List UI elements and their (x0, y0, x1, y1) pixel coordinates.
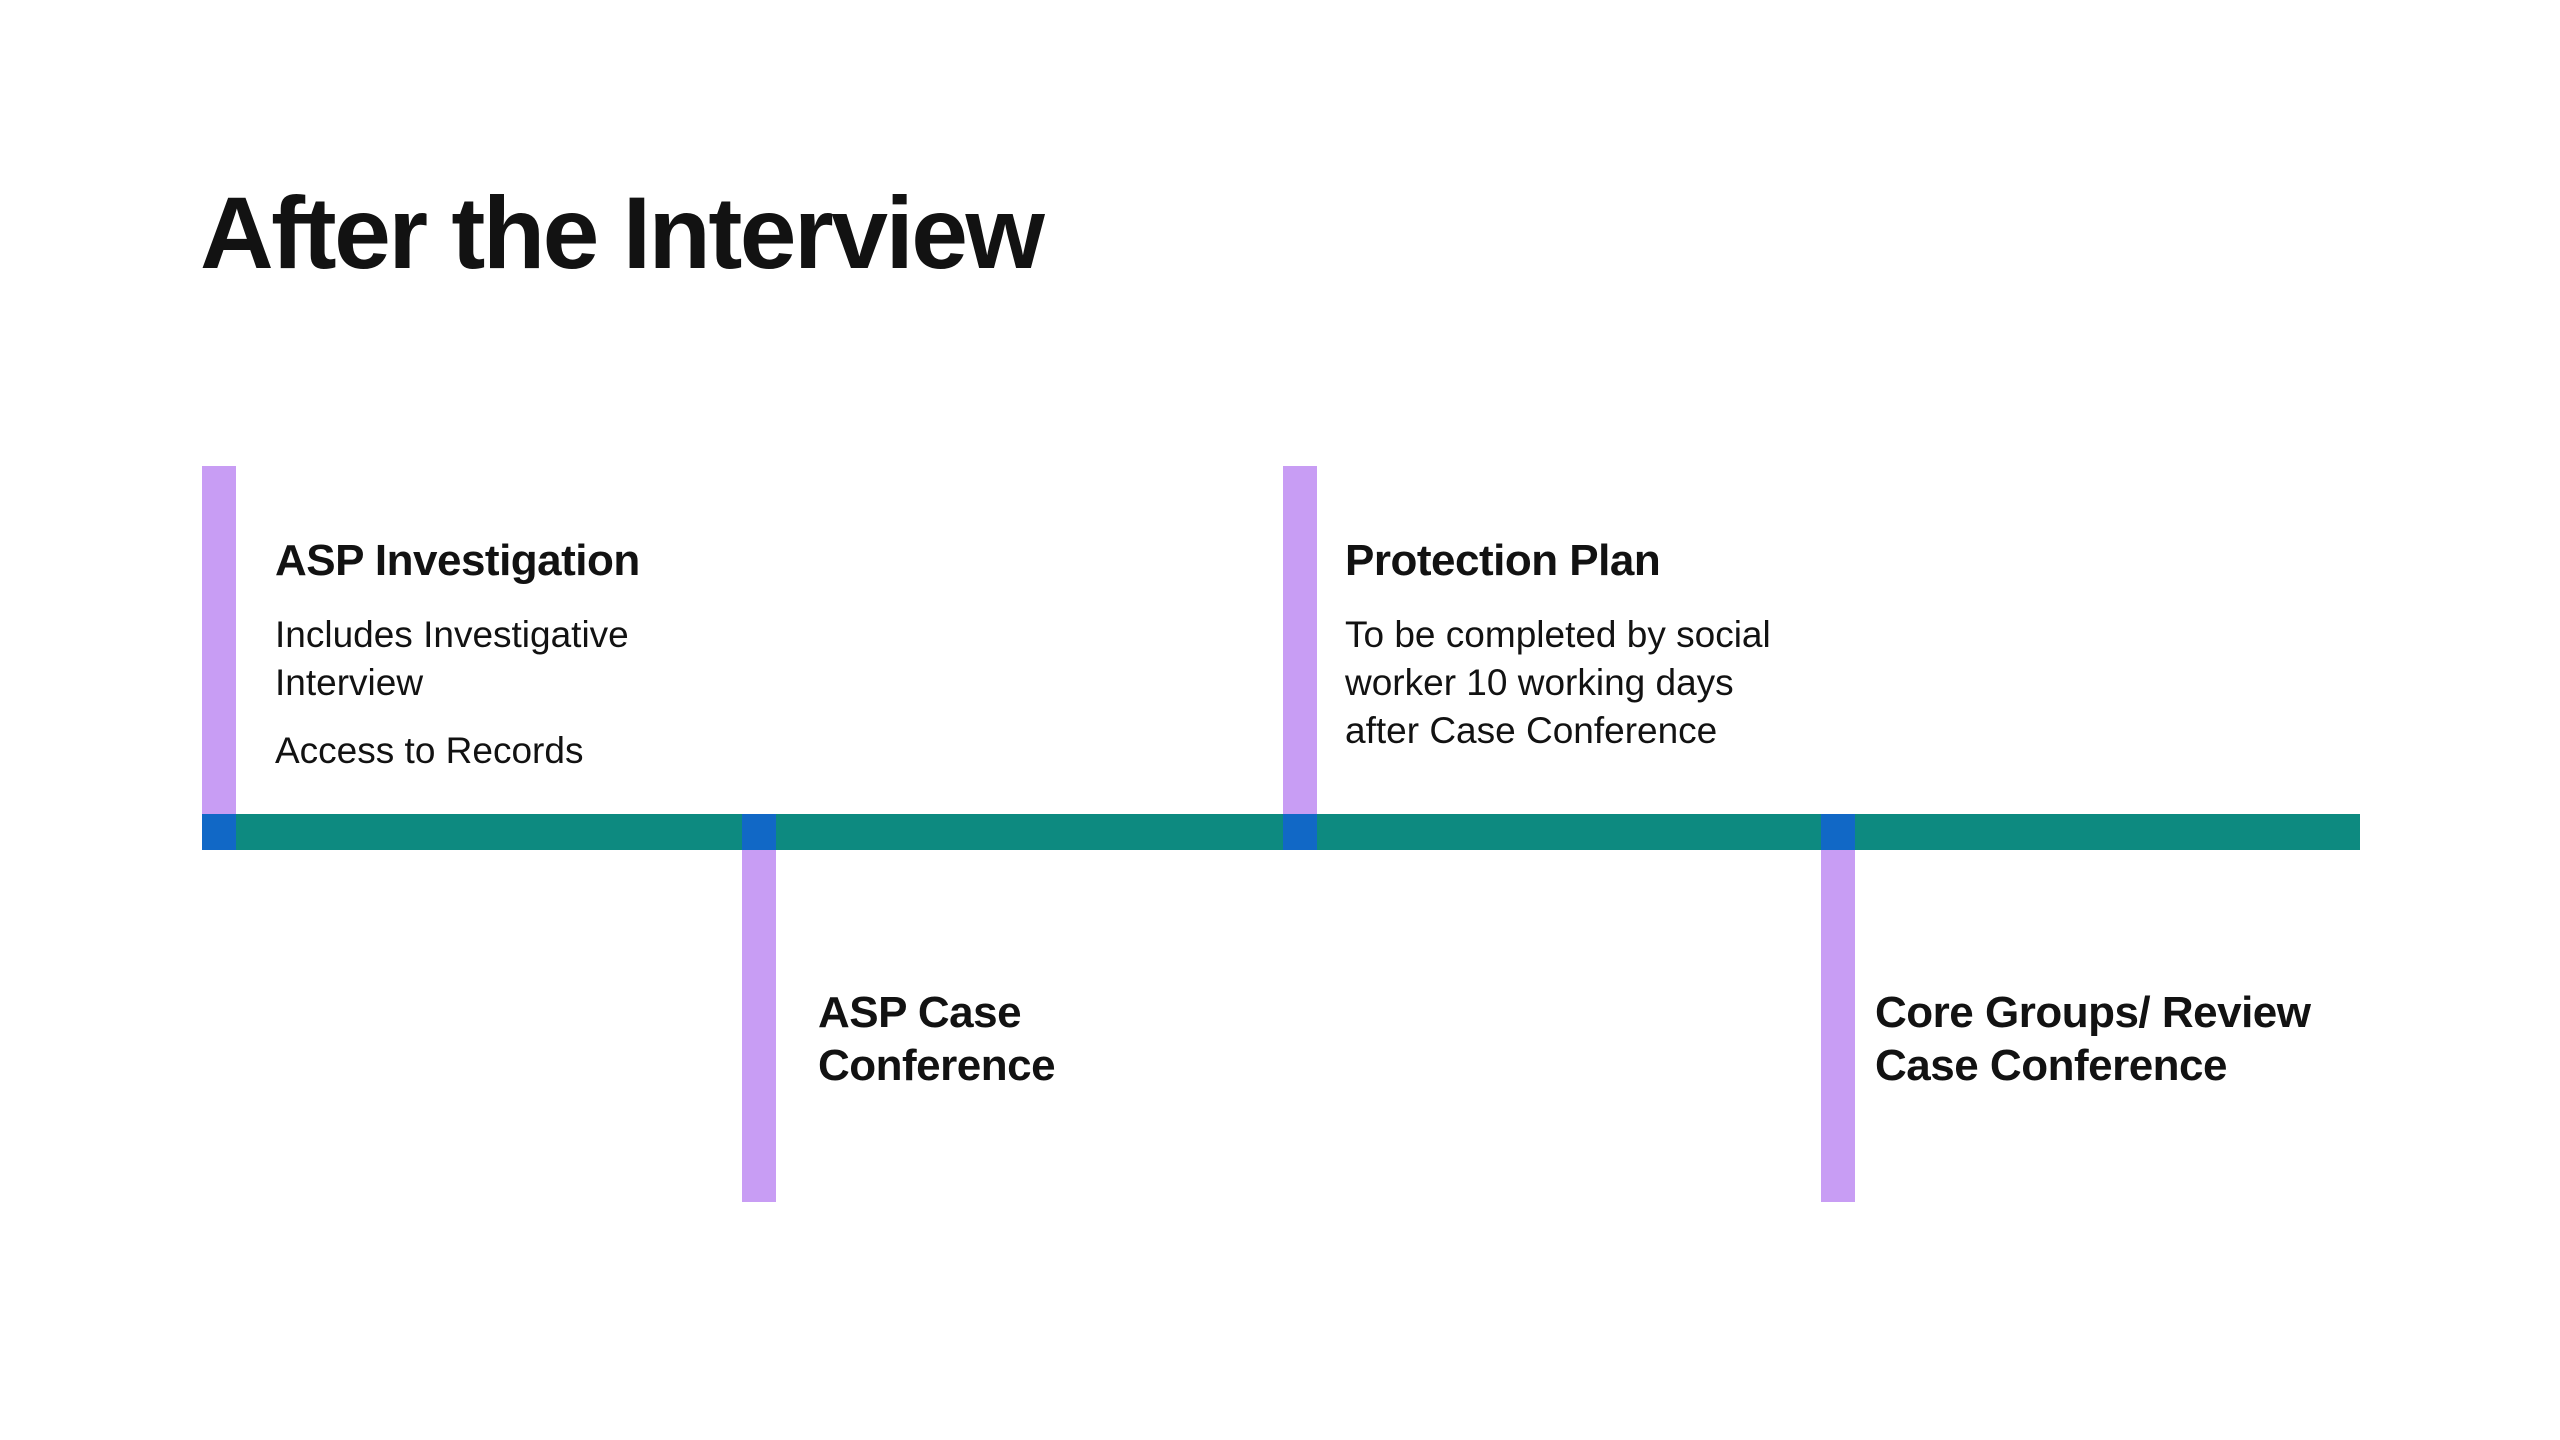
event-bar-protection-plan (1283, 466, 1317, 814)
timeline-node-protection-plan (1283, 814, 1317, 850)
event-description: Access to Records (275, 730, 584, 771)
timeline-node-core-groups-review (1821, 814, 1855, 850)
event-core-groups-review: Core Groups/ Review Case Conference (1875, 986, 2311, 1092)
event-title-asp-investigation: ASP Investigation (275, 536, 640, 585)
timeline-node-asp-case-conference (742, 814, 776, 850)
timeline-axis (202, 814, 2360, 850)
event-asp-investigation: ASP Investigation Includes Investigative… (275, 534, 640, 775)
slide-title: After the Interview (200, 176, 1045, 290)
event-description: Includes Investigative Interview (275, 614, 629, 703)
event-bar-asp-investigation (202, 466, 236, 814)
event-title-asp-case-conference: ASP Case Conference (818, 988, 1056, 1090)
event-protection-plan: Protection Plan To be completed by socia… (1345, 534, 1771, 755)
timeline-node-asp-investigation (202, 814, 236, 850)
event-bar-core-groups-review (1821, 850, 1855, 1202)
event-title-core-groups-review: Core Groups/ Review Case Conference (1875, 988, 2311, 1090)
event-title-protection-plan: Protection Plan (1345, 536, 1661, 585)
event-description: To be completed by social worker 10 work… (1345, 614, 1771, 751)
event-asp-case-conference: ASP Case Conference (818, 986, 1056, 1092)
event-bar-asp-case-conference (742, 850, 776, 1202)
